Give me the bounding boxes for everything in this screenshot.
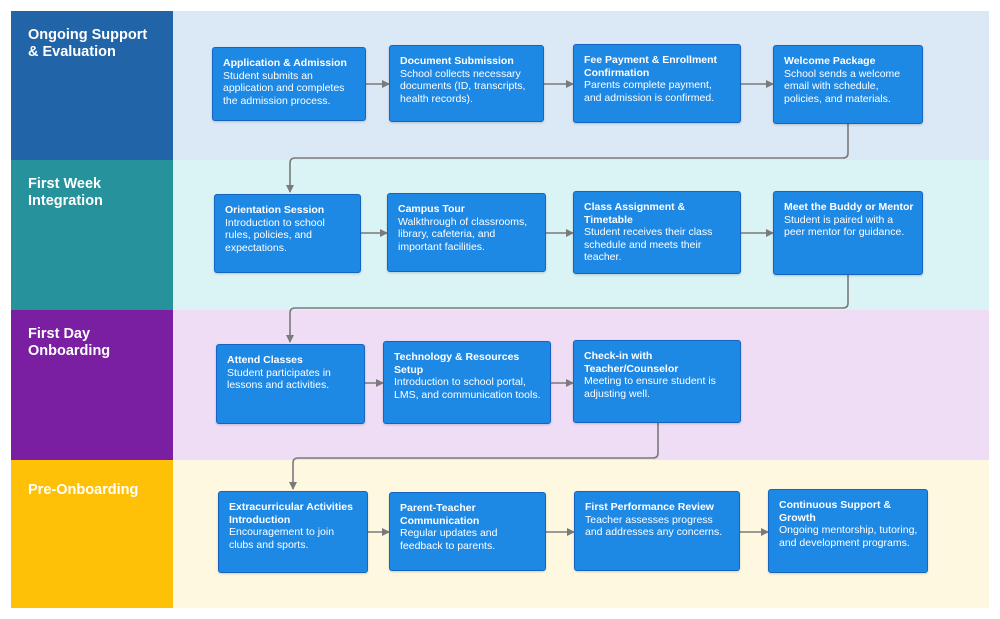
step-description: Regular updates and feedback to parents. xyxy=(400,527,498,552)
step-title: Extracurricular Activities Introduction xyxy=(229,501,353,526)
step-title: Meet the Buddy or Mentor xyxy=(784,201,914,213)
step-title: Application & Admission xyxy=(223,57,347,69)
step-fee-payment-enrollment[interactable]: Fee Payment & Enrollment Confirmation Pa… xyxy=(573,44,741,123)
step-title: Check-in with Teacher/Counselor xyxy=(584,350,679,375)
step-description: Parents complete payment, and admission … xyxy=(584,79,715,104)
step-title: Campus Tour xyxy=(398,203,465,215)
step-application-admission[interactable]: Application & Admission Student submits … xyxy=(212,47,366,121)
lane-header-pre-onboarding: Pre-Onboarding xyxy=(11,460,173,608)
step-description: Student participates in lessons and acti… xyxy=(227,366,331,392)
step-description: Student is paired with a peer mentor for… xyxy=(784,213,905,239)
step-orientation-session[interactable]: Orientation Session Introduction to scho… xyxy=(214,194,361,273)
step-class-assignment-timetable[interactable]: Class Assignment & Timetable Student rec… xyxy=(573,191,741,274)
step-check-in-teacher-counselor[interactable]: Check-in with Teacher/Counselor Meeting … xyxy=(573,340,741,423)
step-description: Ongoing mentorship, tutoring, and develo… xyxy=(779,524,918,549)
step-description: School collects necessary documents (ID,… xyxy=(400,67,526,105)
step-extracurricular-activities[interactable]: Extracurricular Activities Introduction … xyxy=(218,491,368,573)
step-title: Welcome Package xyxy=(784,55,876,67)
step-description: Student receives their class schedule an… xyxy=(584,226,713,263)
step-meet-buddy-mentor[interactable]: Meet the Buddy or Mentor Student is pair… xyxy=(773,191,923,275)
step-title: Fee Payment & Enrollment Confirmation xyxy=(584,54,718,79)
step-first-performance-review[interactable]: First Performance Review Teacher assesse… xyxy=(574,491,740,571)
step-welcome-package[interactable]: Welcome Package School sends a welcome e… xyxy=(773,45,923,124)
step-technology-resources-setup[interactable]: Technology & Resources Setup Introductio… xyxy=(383,341,551,424)
step-title: Orientation Session xyxy=(225,204,325,216)
step-document-submission[interactable]: Document Submission School collects nece… xyxy=(389,45,544,122)
step-description: School sends a welcome email with schedu… xyxy=(784,67,901,105)
lane-header-first-week: First Week Integration xyxy=(11,160,173,310)
step-parent-teacher-communication[interactable]: Parent-Teacher Communication Regular upd… xyxy=(389,492,546,571)
lane-header-ongoing-support: Ongoing Support & Evaluation xyxy=(11,11,173,160)
step-campus-tour[interactable]: Campus Tour Walkthrough of classrooms, l… xyxy=(387,193,546,272)
step-description: Walkthrough of classrooms, library, cafe… xyxy=(398,215,528,253)
step-description: Encouragement to join clubs and sports. xyxy=(229,526,335,551)
step-description: Student submits an application and compl… xyxy=(223,69,345,107)
step-title: Continuous Support & Growth xyxy=(779,499,891,524)
step-description: Meeting to ensure student is adjusting w… xyxy=(584,375,716,400)
step-title: Document Submission xyxy=(400,55,514,67)
step-description: Introduction to school portal, LMS, and … xyxy=(394,376,541,401)
lane-header-first-day: First Day Onboarding xyxy=(11,310,173,460)
step-title: Class Assignment & Timetable xyxy=(584,201,686,226)
step-title: Parent-Teacher Communication xyxy=(400,502,480,527)
step-attend-classes[interactable]: Attend Classes Student participates in l… xyxy=(216,344,365,424)
step-continuous-support-growth[interactable]: Continuous Support & Growth Ongoing ment… xyxy=(768,489,928,573)
step-title: Technology & Resources Setup xyxy=(394,351,520,376)
step-description: Introduction to school rules, policies, … xyxy=(225,216,325,254)
step-description: Teacher assesses progress and addresses … xyxy=(585,513,723,539)
step-title: Attend Classes xyxy=(227,354,303,366)
step-title: First Performance Review xyxy=(585,501,714,513)
